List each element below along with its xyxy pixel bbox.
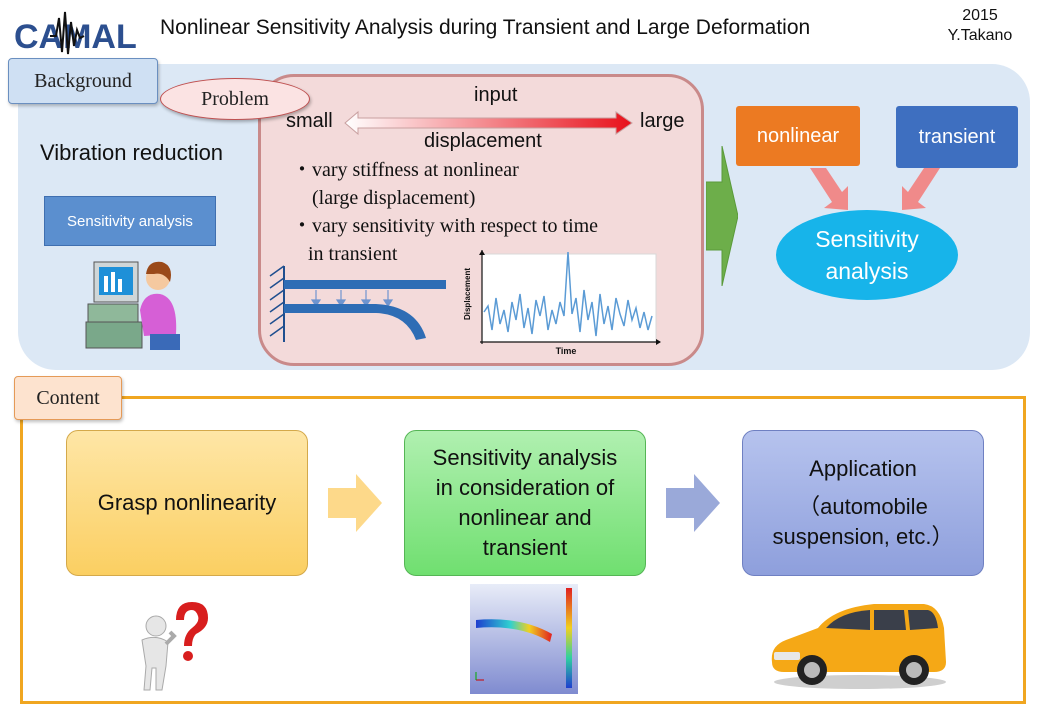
large-label: large: [640, 110, 685, 132]
content-frame: [20, 396, 1026, 704]
displacement-label: displacement: [424, 130, 542, 152]
logo: CAMAL: [14, 11, 137, 56]
box2-line1: Sensitivity analysis: [432, 445, 618, 470]
sensitivity-line2: analysis: [825, 258, 909, 284]
bullet1-line1: ・vary stiffness at nonlinear: [292, 159, 519, 181]
date-author: 2015 Y.Takano: [935, 6, 1025, 46]
box3-line1: Application: [809, 456, 917, 481]
sensitivity-analysis-box: Sensitivity analysis: [44, 196, 216, 246]
person-computer-icon: [85, 261, 180, 350]
grasp-nonlinearity-box: Grasp nonlinearity: [66, 430, 308, 576]
plot-xlabel: Time: [556, 346, 577, 356]
input-label: input: [474, 84, 518, 106]
sensitivity-line1: Sensitivity: [815, 226, 919, 252]
question-person-icon: [141, 602, 208, 691]
year: 2015: [962, 7, 998, 24]
displacement-time-plot: Displacement Time: [463, 250, 661, 356]
input-scale-arrow-icon: [344, 110, 633, 136]
box2-line2: in consideration of: [435, 475, 615, 500]
pink-arrows-icon: [810, 168, 940, 210]
bullet2-line2: in transient: [308, 243, 398, 265]
bullet1-line2: (large displacement): [312, 187, 476, 209]
problem-tag: Problem: [160, 78, 310, 120]
sensitivity-consideration-box: Sensitivity analysis in consideration of…: [404, 430, 646, 576]
car-icon: [771, 604, 946, 689]
plot-ylabel: Displacement: [463, 268, 472, 320]
vibration-reduction-label: Vibration reduction: [40, 140, 224, 165]
step-arrow-2-icon: [666, 474, 720, 532]
box2-line4: transient: [482, 535, 568, 560]
box2-line3: nonlinear and: [458, 505, 592, 530]
box1-text: Grasp nonlinearity: [97, 490, 277, 515]
transient-box: transient: [896, 106, 1018, 168]
application-box: Application （automobile suspension, etc.…: [742, 430, 984, 576]
logo-waveform-icon: [50, 11, 85, 55]
beam-deformation-icon: [269, 265, 446, 342]
step-arrow-1-icon: [328, 474, 382, 532]
green-right-arrow-icon: [706, 146, 738, 286]
fem-beam-image: [470, 584, 578, 694]
displacement-series: [483, 251, 653, 337]
bullet2-line1: ・vary sensitivity with respect to time: [292, 215, 599, 237]
sensitivity-analysis-ellipse: Sensitivity analysis: [776, 210, 958, 300]
page-title: Nonlinear Sensitivity Analysis during Tr…: [160, 16, 811, 39]
nonlinear-box: nonlinear: [736, 106, 860, 166]
box3-line2: （automobile: [798, 494, 928, 519]
background-tag: Background: [8, 58, 158, 104]
author: Y.Takano: [947, 27, 1013, 44]
small-label: small: [286, 110, 333, 132]
content-tag: Content: [14, 376, 122, 420]
box3-line3: suspension, etc.）: [772, 524, 954, 549]
